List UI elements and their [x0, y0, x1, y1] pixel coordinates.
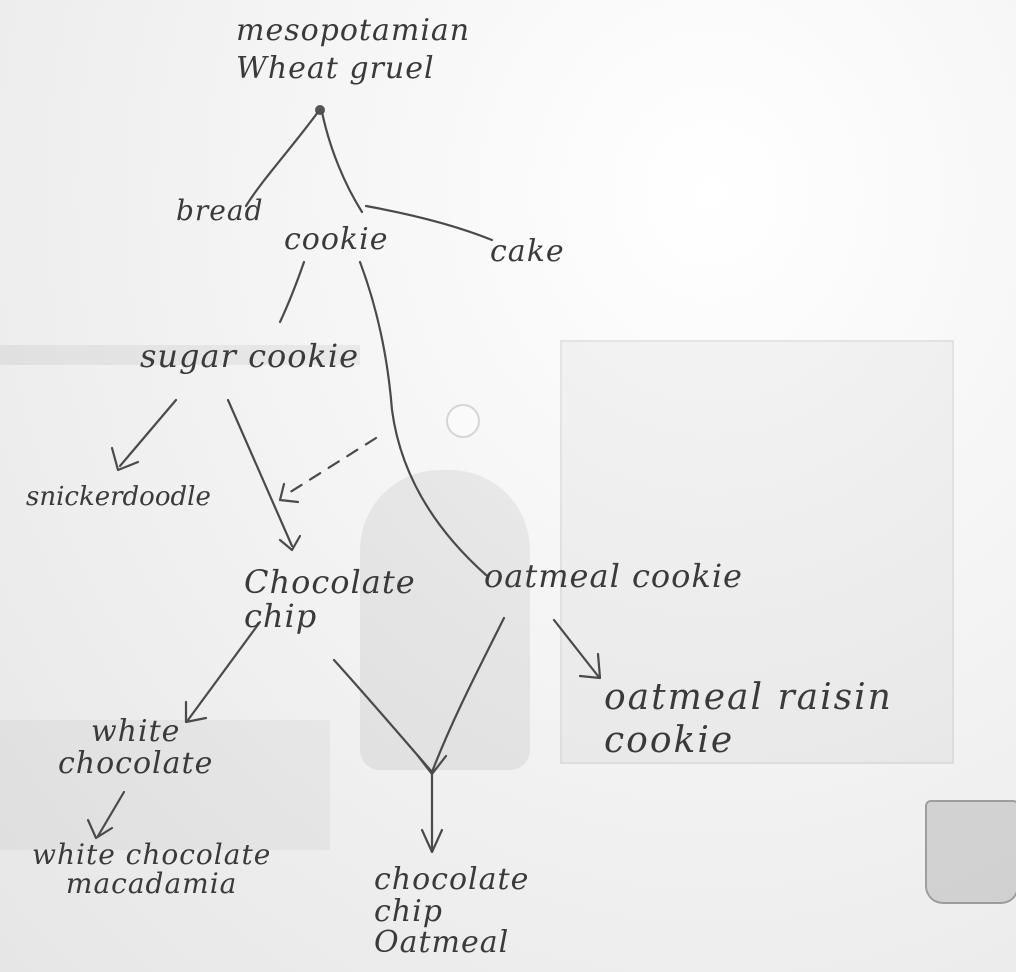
edge-root-bread: [244, 110, 320, 208]
edge-cookie-chocchip-dashed: [282, 436, 378, 498]
edge-oatmeal-ccoat: [430, 616, 506, 774]
edge-cookie-sugar: [278, 260, 306, 324]
arrowhead-dashed: [278, 482, 300, 504]
edge-root-cookie: [320, 110, 364, 214]
edge-sugar-snicker: [118, 398, 178, 468]
node-white-choc-macadamia: white chocolate macadamia: [32, 838, 272, 901]
node-cake: cake: [490, 234, 565, 269]
arrowhead-macadamia: [86, 818, 114, 840]
arrowhead-snicker: [110, 446, 140, 472]
basket: [925, 800, 1016, 904]
reflection-clock-icon: [446, 404, 480, 438]
node-oatmeal-cookie: oatmeal cookie: [484, 557, 743, 595]
node-white-chocolate: white chocolate: [58, 714, 214, 781]
node-oatmeal-raisin: oatmeal raisin cookie: [604, 677, 893, 762]
node-root: mesopotamian Wheat gruel: [236, 13, 471, 86]
node-chocolate-chip: Chocolate chip: [244, 563, 416, 635]
arrowhead-ccoat: [420, 828, 444, 854]
node-bread: bread: [176, 194, 264, 227]
edge-cookie-oatmeal: [358, 260, 488, 577]
arrowhead-white: [184, 700, 208, 724]
edge-white-macadamia: [96, 790, 126, 838]
reflection-shelf: [0, 345, 360, 365]
node-cookie: cookie: [284, 222, 389, 257]
edge-chocchip-white: [186, 620, 262, 722]
edge-oatmeal-raisin: [552, 618, 600, 678]
node-snickerdoodle: snickerdoodle: [26, 482, 211, 512]
edge-root-cake: [364, 204, 494, 242]
arrowhead-chocchip: [278, 534, 302, 552]
edge-sugar-chocchip: [226, 398, 294, 548]
node-choc-chip-oatmeal: chocolate chip Oatmeal: [374, 862, 530, 960]
reflection-window: [560, 340, 954, 764]
arrowhead-raisin: [578, 652, 602, 680]
node-sugar-cookie: sugar cookie: [140, 337, 360, 375]
